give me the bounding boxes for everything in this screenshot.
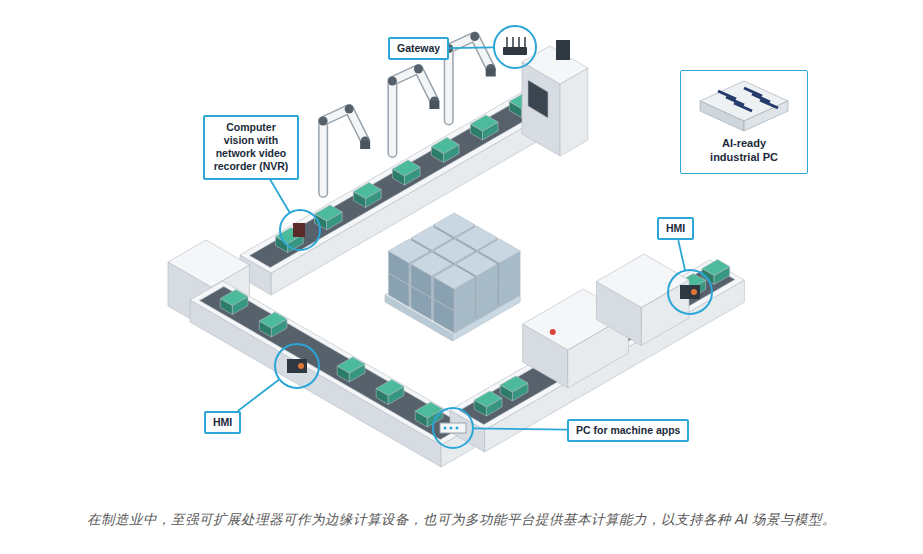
- product: [337, 357, 365, 373]
- station-machine: [168, 240, 249, 287]
- product: [500, 376, 528, 392]
- callout-ring: [433, 408, 473, 448]
- callout-ring: [494, 26, 536, 68]
- robot-arm: [323, 109, 365, 193]
- pc-icon: [440, 423, 466, 433]
- leader-line: [449, 46, 494, 49]
- router-antenna: [524, 37, 526, 47]
- robot-arm: [392, 69, 434, 153]
- router-antenna: [518, 37, 520, 47]
- leader-lines: [238, 47, 685, 429]
- robot-arm: [449, 37, 491, 121]
- product: [376, 380, 404, 396]
- callout-box: Gateway: [388, 37, 449, 60]
- router-icon: [503, 47, 527, 55]
- callout-label: AI-ready industrial PC: [699, 137, 789, 165]
- product: [415, 402, 443, 418]
- gateway-machine: [522, 46, 588, 84]
- callout-label: Gateway: [397, 42, 440, 55]
- hmi-button: [298, 363, 304, 369]
- product: [431, 138, 459, 154]
- callout-box: HMI: [657, 217, 694, 240]
- robot-arm: [449, 37, 491, 121]
- robot-arm: [392, 69, 434, 153]
- callout-label: PC for machine apps: [576, 424, 680, 437]
- signal-tower: [556, 40, 570, 60]
- camera-icon: [293, 223, 305, 237]
- server-face: [744, 101, 788, 131]
- leader-line: [473, 428, 567, 429]
- robot-gripper: [486, 69, 496, 77]
- factory-scene: [168, 26, 744, 467]
- callout-label: HMI: [213, 416, 232, 429]
- product: [220, 290, 248, 306]
- robot-joint: [414, 65, 423, 74]
- router-antenna: [506, 37, 508, 47]
- leader-line: [238, 379, 280, 411]
- hmi-button: [691, 289, 697, 295]
- goods-box: [434, 265, 476, 289]
- conveyor: [190, 300, 441, 467]
- process-machine: [596, 254, 689, 308]
- robot-joint: [388, 77, 397, 86]
- conveyor: [485, 280, 745, 452]
- control-panel: [528, 80, 548, 118]
- product: [702, 260, 730, 276]
- router-antenna: [512, 37, 514, 47]
- hmi-screen: [287, 359, 307, 373]
- callout-box: PC for machine apps: [567, 419, 689, 442]
- figure-caption: 在制造业中，至强可扩展处理器可作为边缘计算设备，也可为多功能平台提供基本计算能力…: [0, 511, 923, 529]
- callout-ring: [668, 270, 712, 314]
- robot-joint: [319, 117, 328, 126]
- product: [474, 391, 502, 407]
- robot-joint: [470, 32, 479, 41]
- callout-ring: [275, 344, 319, 388]
- callout-box: HMI: [204, 411, 241, 434]
- callout-label: Computer vision with network video recor…: [210, 121, 292, 174]
- pc-led: [450, 427, 453, 430]
- robot-joint: [345, 105, 354, 114]
- callout-box: AI-ready industrial PC: [680, 70, 808, 174]
- pc-led: [444, 427, 447, 430]
- leader-line: [678, 240, 685, 270]
- conveyor-belt: [460, 266, 735, 425]
- conveyor: [271, 103, 565, 295]
- pc-led: [456, 427, 459, 430]
- status-light: [550, 329, 556, 335]
- product: [392, 160, 420, 176]
- robot-gripper: [429, 101, 439, 109]
- robot-gripper: [360, 141, 370, 149]
- conveyor: [190, 281, 474, 445]
- product: [353, 183, 381, 199]
- product: [470, 115, 498, 131]
- conveyor: [450, 260, 744, 430]
- vent-stripe: [734, 103, 752, 111]
- product: [259, 312, 287, 328]
- vent-stripe: [760, 100, 778, 108]
- callout-box: Computer vision with network video recor…: [203, 115, 299, 180]
- product: [315, 205, 343, 221]
- hmi-screen: [680, 285, 700, 299]
- callout-label: HMI: [666, 222, 685, 235]
- leader-line: [270, 180, 290, 213]
- server-icon: [694, 79, 794, 133]
- robot-arm: [323, 109, 365, 193]
- conveyor-belt: [200, 287, 465, 440]
- callout-ring: [280, 210, 320, 250]
